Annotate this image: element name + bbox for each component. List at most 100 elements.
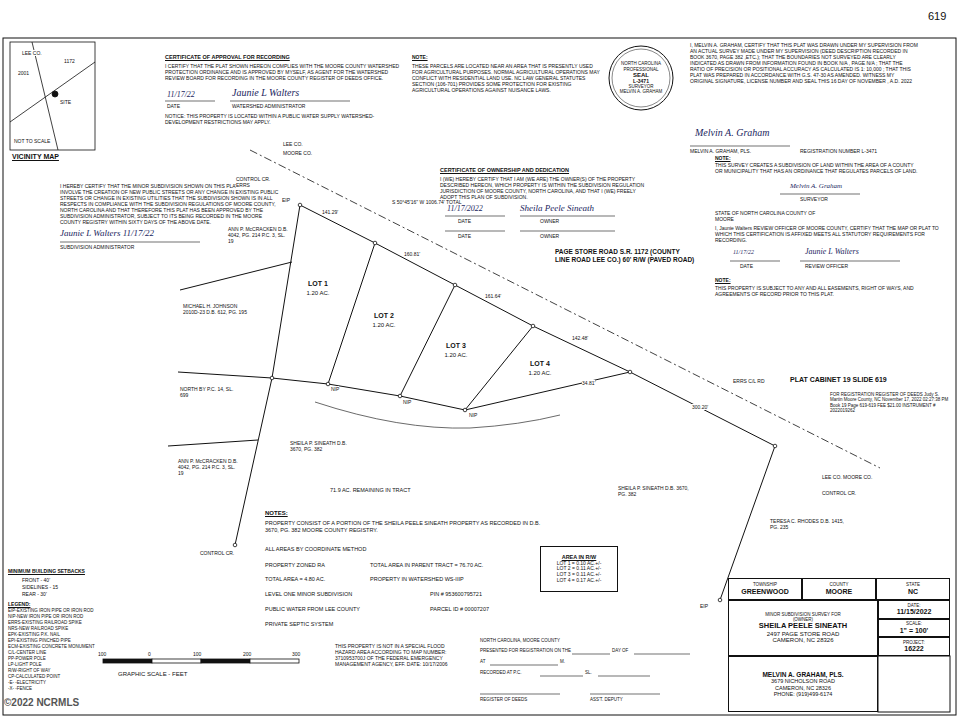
- note-text: LEVEL ONE MINOR SUBDIVISION: [265, 591, 352, 598]
- title-block-cell: SCALE:1" = 100': [878, 619, 950, 637]
- lot-label: 1.20 AC.: [356, 322, 412, 329]
- node-text: CAMERON, NC 28326: [775, 685, 831, 691]
- map-label: ERRS C/L RD: [733, 378, 765, 384]
- note-text: PRIVATE SEPTIC SYSTEM: [265, 621, 333, 628]
- heading: NOTE:: [412, 54, 428, 60]
- map-label: NORTH BY P.C. 14, SL. 699: [180, 386, 242, 398]
- note-text: GRAPHIC SCALE - FEET: [118, 671, 187, 678]
- map-label: LEE CO.: [283, 141, 303, 147]
- map-label: 619: [928, 10, 946, 23]
- lot-label: 1.20 AC.: [428, 352, 484, 359]
- map-label: MOORE CO.: [283, 150, 312, 156]
- map-label: MICHAEL H. JOHNSON 2010D-23 D.B. 612, PG…: [183, 303, 251, 315]
- node-heading: STATE: [906, 582, 920, 587]
- title-block-cell: MELVIN A. GRAHAM, PLS.3679 NICHOLSON ROA…: [728, 656, 878, 712]
- signature: Jaunie L Walters: [805, 247, 859, 257]
- legend-entry: CP-CALCULATED POINT: [8, 674, 60, 679]
- sheet-frame: [3, 38, 956, 715]
- note-text: MELVIN A. GRAHAM, PLS.: [690, 148, 751, 154]
- dimension: 161.64': [485, 293, 501, 299]
- lot-label: LOT 3: [428, 342, 484, 350]
- note-text: SIDELINES - 15: [22, 584, 58, 590]
- signature: Melvin A. Graham: [695, 127, 770, 139]
- map-label: PAGE STORE ROAD S.R. 1172 (COUNTY LINE R…: [555, 248, 695, 264]
- title-block-cell: MINOR SUBDIVISION SURVEY FOR(OWNER)SHEIL…: [728, 600, 878, 656]
- map-label: EIP: [700, 603, 708, 609]
- dimension: 0: [148, 651, 151, 657]
- node-text: 2497 PAGE STORE ROAD: [767, 631, 839, 638]
- node-heading: SCALE:: [906, 621, 922, 626]
- dimension: 160.81': [404, 251, 420, 257]
- note-text: DATE: [458, 233, 471, 239]
- note-text: ALL AREAS BY COORDINATE METHOD: [265, 546, 366, 553]
- heading: CERTIFICATE OF APPROVAL FOR RECORDING: [165, 54, 290, 61]
- legend-entry: ERRS-EXISTING RAILROAD SPIKE: [8, 620, 82, 625]
- title-block-cell: [878, 656, 950, 712]
- node-text: SHEILA PEELE SINEATH: [759, 622, 847, 631]
- dimension: S 50°45'16" W 1006.74' TOTAL: [392, 199, 462, 205]
- node-text: MELVIN A. GRAHAM: [620, 89, 663, 94]
- heading: PLAT CABINET 19 SLIDE 619: [790, 376, 887, 384]
- note-text: I (WE) HEREBY CERTIFY THAT I AM (WE ARE)…: [440, 176, 645, 200]
- note-text: TOTAL AREA IN PARENT TRACT = 76.70 AC.: [370, 562, 483, 569]
- signature: Melvin A. Graham: [790, 182, 842, 190]
- title-block-cell: DATE:11/15/2022: [878, 600, 950, 619]
- register-text: PRESENTED FOR REGISTRATION ON THE: [480, 648, 571, 653]
- signature: 11/17/2022: [447, 204, 483, 214]
- node-text: LOT 4 = 0.17 AC.+/-: [557, 578, 602, 584]
- dimension: 100: [98, 651, 106, 657]
- legend-entry: LP-LIGHT POLE: [8, 662, 41, 667]
- surveyor-seal: NORTH CAROLINAPROFESSIONALSEALL-3471SURV…: [608, 45, 674, 111]
- note-text: PROPERTY IN WATERSHED WS-IIIP: [370, 576, 464, 583]
- node-heading: DATE:: [908, 603, 921, 608]
- legend-entry: -E- -ELECTRICITY: [8, 680, 46, 685]
- node-text: L-3471: [633, 79, 649, 85]
- note-text: WATERSHED ADMINISTRATOR: [232, 103, 305, 109]
- note-text: I HEREBY CERTIFY THAT THE MINOR SUBDIVIS…: [60, 183, 282, 225]
- legend-entry: C/L-CENTER LINE: [8, 650, 46, 655]
- node-text: NC: [908, 588, 918, 596]
- register-text: REGISTER OF DEEDS: [480, 697, 527, 702]
- node-heading: TOWNSHIP: [753, 582, 777, 587]
- map-label: SHEILA P. SINEATH D.B. 3670, PG. 382: [618, 485, 690, 497]
- legend-entry: EPI-EXISTING PINCHED PIPE: [8, 638, 71, 643]
- dimension: 34.81': [582, 380, 595, 386]
- signature: Jaunie L Walters: [232, 87, 299, 99]
- heading: NOTE:: [715, 277, 731, 283]
- map-label: TERESA C. RHODES D.B. 1415, PG. 235: [770, 518, 848, 530]
- legend-entry: ECM-EXISTING CONCRETE MONUMENT: [8, 644, 95, 649]
- note-text: NOTICE: THIS PROPERTY IS LOCATED WITHIN …: [165, 113, 405, 125]
- lot-label: LOT 4: [512, 360, 568, 368]
- map-label: 2001: [18, 70, 29, 76]
- note-text: PROPERTY ZONED RA: [265, 562, 325, 569]
- note-text: REGISTRATION NUMBER L-3471: [800, 148, 877, 154]
- map-label: ANN P. McCRACKEN D.B. 4042, PG. 214 P.C.…: [228, 226, 288, 244]
- node-text: SURVEYOR: [628, 84, 653, 89]
- dimension: 300: [292, 651, 300, 657]
- note-text: NOT TO SCALE: [14, 138, 50, 144]
- note-text: OWNER: [540, 218, 559, 224]
- map-label: NIP: [403, 399, 411, 405]
- lot-label: 1.20 AC.: [512, 370, 568, 377]
- node-text: PROFESSIONAL: [623, 67, 658, 72]
- map-label: CONTROL CR. ERRS: [236, 176, 278, 188]
- map-label: EIP: [282, 197, 290, 203]
- map-label: NIP: [469, 412, 477, 418]
- heading: CERTIFICATE OF OWNERSHIP AND DEDICATION: [440, 167, 569, 174]
- note-text: FRONT - 40': [22, 577, 50, 583]
- node-heading: MINOR SUBDIVISION SURVEY FOR: [765, 612, 841, 617]
- node-text: PHONE: (919)499-6174: [774, 691, 833, 697]
- map-label: LEE CO.: [22, 50, 42, 56]
- heading: LEGEND:: [8, 601, 31, 607]
- note-text: SUBDIVISION ADMINISTRATOR: [60, 244, 134, 250]
- register-blank-lines: [480, 654, 690, 694]
- lot-label: LOT 2: [356, 312, 412, 320]
- watermark: ©2022 NCRMLS: [4, 697, 79, 709]
- note-text: PARCEL ID # 00007207: [430, 606, 489, 613]
- note-text: PIN # 953600795721: [430, 591, 482, 598]
- title-block-cell: PROJECT:16222: [878, 637, 950, 656]
- lot-label: 1.20 AC.: [294, 290, 342, 297]
- legend-entry: NRS-NEW RAILROAD SPIKE: [8, 626, 68, 631]
- node-heading: MELVIN A. GRAHAM, PLS.: [762, 671, 843, 678]
